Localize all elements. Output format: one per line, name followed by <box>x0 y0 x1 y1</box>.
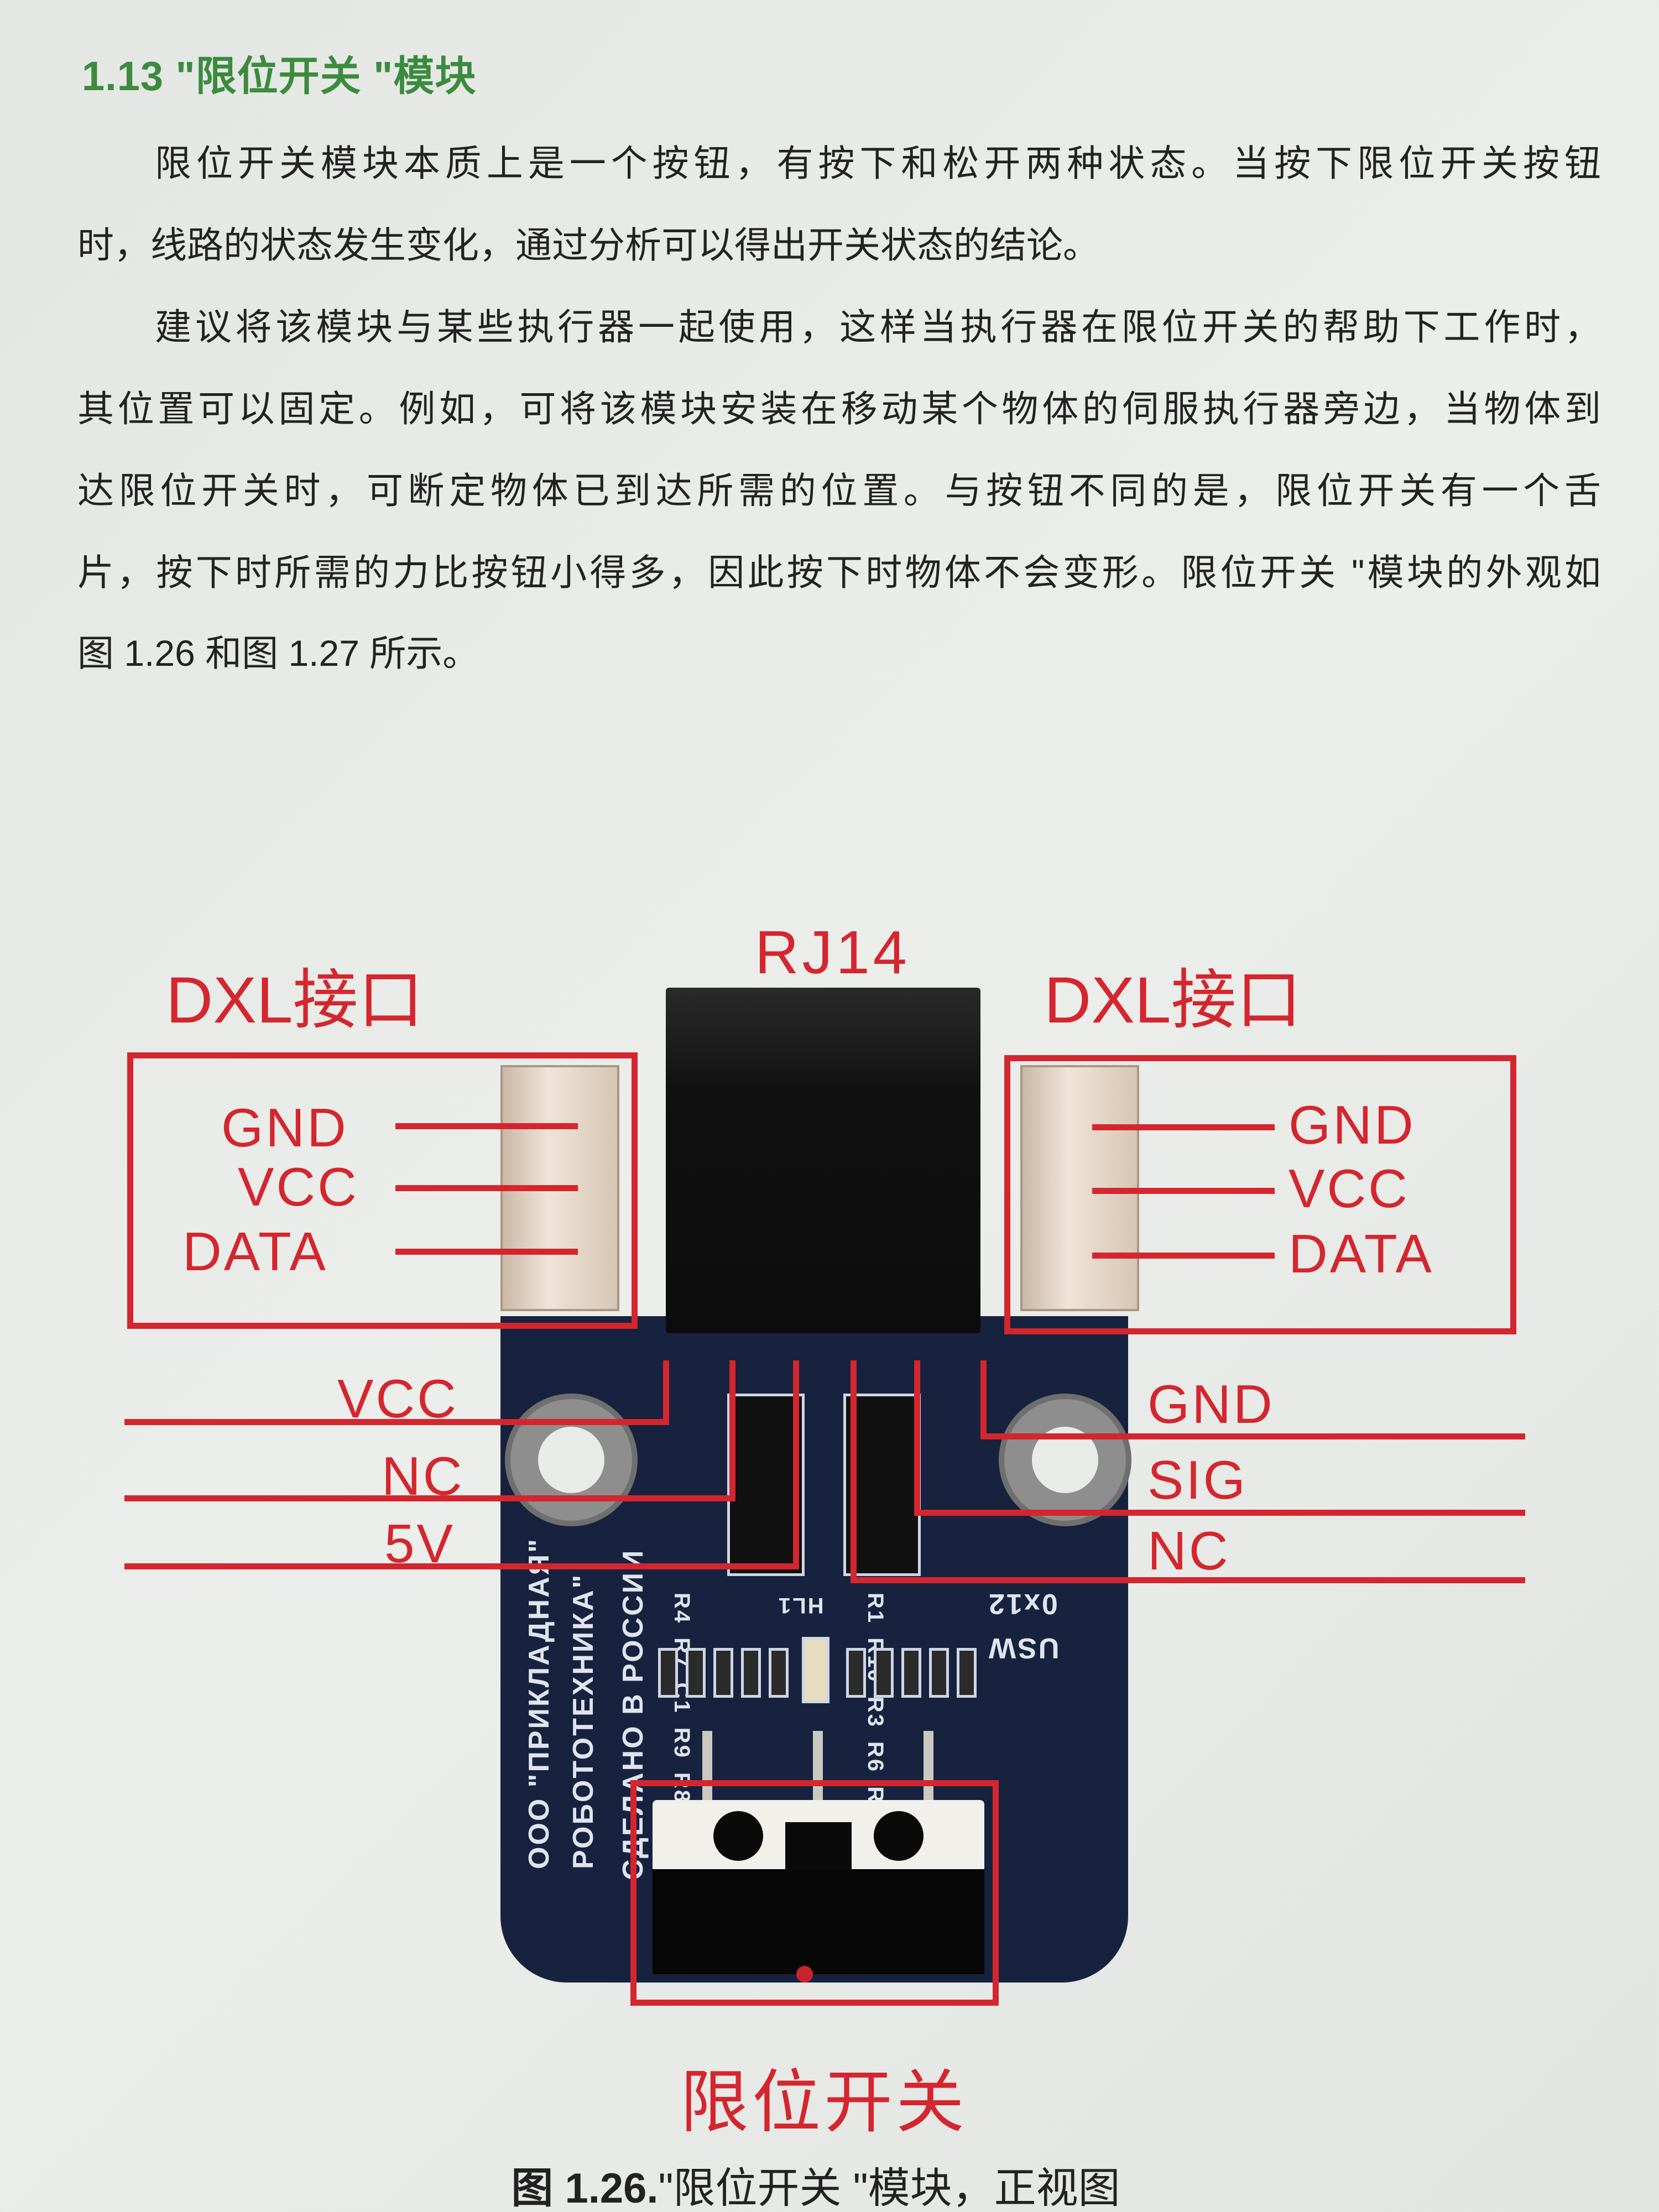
right-port-pin-gnd: GND <box>1288 1094 1416 1155</box>
right-port-pin-vcc: VCC <box>1288 1158 1410 1219</box>
leader-line <box>395 1123 578 1129</box>
section-title: 1.13 "限位开关 "模块 <box>82 53 477 99</box>
leader-line <box>395 1249 578 1255</box>
leader-line <box>1092 1253 1275 1259</box>
board-text-led: HL1 <box>777 1593 824 1618</box>
resistor-pad <box>874 1648 894 1698</box>
leader-line <box>914 1360 920 1516</box>
mounting-hole-right <box>999 1394 1131 1526</box>
led-pad <box>802 1637 830 1703</box>
leader-line <box>124 1563 799 1569</box>
rj-pin-5v: 5V <box>384 1513 455 1574</box>
paragraph-1-line-1: 限位开关模块本质上是一个按钮，有按下和松开两种状态。当按下限位开关按钮 <box>155 143 1601 184</box>
rj-pin-nc-left: NC <box>382 1446 465 1506</box>
left-dxl-title: DXL接口 <box>166 964 424 1037</box>
left-dxl-port-box <box>127 1052 638 1329</box>
leader-line <box>729 1360 735 1501</box>
board-text-addr: 0x12 <box>987 1588 1058 1620</box>
ic-chip-left <box>727 1394 805 1576</box>
leader-line <box>851 1360 857 1583</box>
right-dxl-port-box <box>1004 1055 1516 1334</box>
limit-switch-label: 限位开关 <box>680 2064 968 2141</box>
rj-pin-gnd: GND <box>1147 1374 1275 1434</box>
limit-switch-box <box>630 1780 999 2006</box>
leader-line <box>914 1510 1525 1516</box>
leader-line <box>663 1360 669 1425</box>
leader-line <box>980 1360 987 1439</box>
board-text-maker1: ООО "ПРИКЛАДНАЯ" <box>523 1537 555 1869</box>
left-port-pin-data: DATA <box>182 1221 328 1282</box>
paragraph-2-line-3: 达限位开关时，可断定物体已到达所需的位置。与按钮不同的是，限位开关有一个舌 <box>77 470 1601 511</box>
mounting-hole-left <box>505 1394 638 1526</box>
leader-line <box>124 1419 669 1425</box>
leader-line <box>395 1185 578 1191</box>
micro-switch <box>653 1731 984 1983</box>
leader-line <box>1092 1124 1275 1130</box>
board-text-brand: USW <box>987 1632 1060 1664</box>
resistor-pad <box>957 1648 977 1698</box>
paragraph-2-line-2: 其位置可以固定。例如，可将该模块安装在移动某个物体的伺服执行器旁边，当物体到 <box>77 388 1601 429</box>
resistor-pad <box>769 1648 789 1698</box>
left-port-pin-vcc: VCC <box>238 1156 359 1217</box>
rj-pin-sig: SIG <box>1147 1449 1248 1510</box>
rj-pin-nc-right: NC <box>1147 1520 1230 1581</box>
resistor-pad <box>741 1648 761 1698</box>
board-text-maker2: РОБОТОТЕХНИКА" <box>567 1573 599 1869</box>
resistor-pad <box>658 1648 678 1698</box>
paragraph-2-line-1: 建议将该模块与某些执行器一起使用，这样当执行器在限位开关的帮助下工作时， <box>155 306 1601 347</box>
figure-caption-text: "限位开关 "模块，正视图 <box>658 2165 1120 2212</box>
right-dxl-title: DXL接口 <box>1044 964 1302 1037</box>
paragraph-2-line-4: 片，按下时所需的力比按钮小得多，因此按下时物体不会变形。限位开关 "模块的外观如 <box>77 552 1601 593</box>
leader-line <box>980 1433 1525 1439</box>
leader-line <box>793 1360 799 1569</box>
paragraph-2-line-5: 图 1.26 和图 1.27 所示。 <box>77 633 479 674</box>
paragraph-1-line-2: 时，线路的状态发生变化，通过分析可以得出开关状态的结论。 <box>77 225 1099 265</box>
figure-number: 图 1.26. <box>511 2165 659 2212</box>
resistor-pad <box>686 1648 706 1698</box>
leader-line <box>1092 1188 1275 1194</box>
leader-line <box>851 1577 1525 1583</box>
left-port-pin-gnd: GND <box>221 1097 348 1158</box>
resistor-pad <box>929 1648 949 1698</box>
resistor-pad <box>901 1648 921 1698</box>
rj14-label: RJ14 <box>755 919 910 987</box>
figure-caption: 图 1.26."限位开关 "模块，正视图 <box>0 2154 1631 2212</box>
rj-pin-vcc: VCC <box>337 1368 458 1429</box>
resistor-pad <box>713 1648 733 1698</box>
leader-line <box>124 1495 735 1501</box>
right-port-pin-data: DATA <box>1288 1223 1434 1284</box>
rj14-connector <box>666 988 980 1333</box>
resistor-pad <box>846 1648 866 1698</box>
